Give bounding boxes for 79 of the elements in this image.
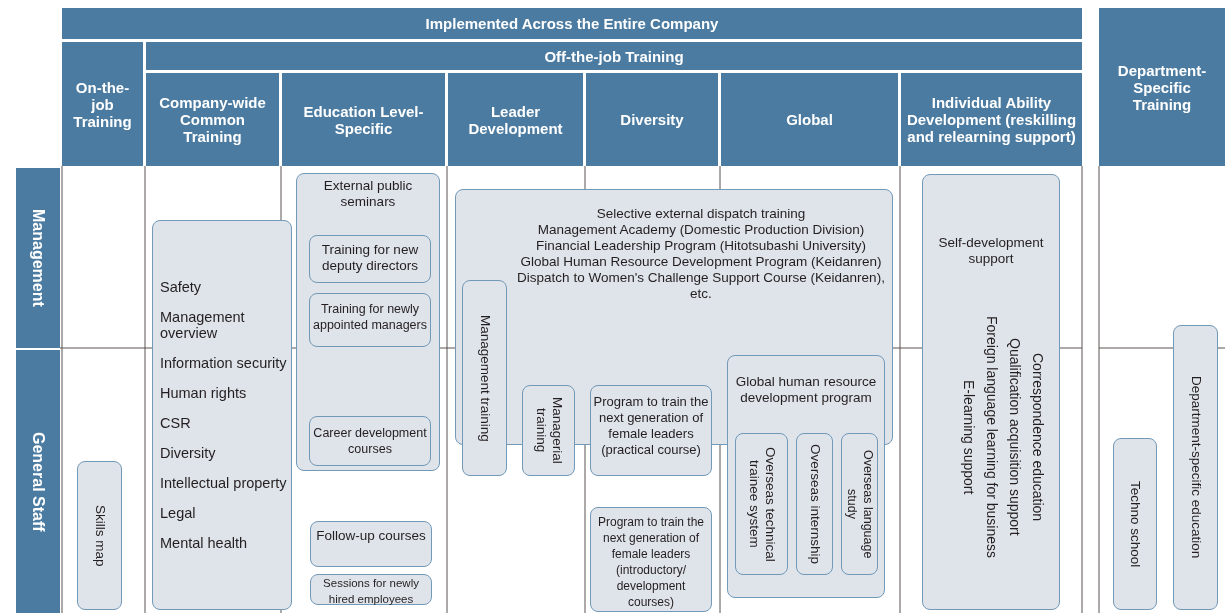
- row-header: [16, 350, 60, 613]
- box-label: Sessions for newly hired employees: [322, 576, 420, 607]
- list-item: Correspondence education: [1029, 352, 1047, 522]
- row-header: [16, 168, 60, 348]
- box-title: Self-development support: [937, 235, 1045, 267]
- header-label: Education Level-Specific: [302, 102, 425, 137]
- box-label: Training for newly appointed managers: [312, 301, 428, 333]
- course-box: [309, 235, 431, 283]
- program-item: Management Academy (Domestic Production Division): [536, 222, 866, 238]
- header-label: Individual Ability Development (reskilling and relearning support): [905, 94, 1078, 145]
- list-item: CSR: [160, 415, 192, 431]
- course-box: [152, 220, 292, 610]
- program-item: Dispatch to Women's Challenge Support Course (Keidanren), etc.: [516, 270, 886, 302]
- column-header: [586, 73, 718, 166]
- header-label: General Staff: [29, 431, 47, 532]
- course-box: [735, 433, 788, 575]
- list-item: Legal: [160, 505, 197, 521]
- header-label: Company-wide Common Training: [158, 94, 267, 145]
- course-box: [727, 355, 885, 598]
- box-label: Department-specific education: [1187, 376, 1204, 559]
- header-band: [146, 42, 1082, 70]
- column-header: [62, 42, 143, 166]
- list-item: Mental health: [160, 535, 249, 551]
- header-label: On-the-job Training: [72, 78, 133, 130]
- list-item: Foreign language learning for business: [983, 315, 1001, 558]
- course-box: [590, 385, 712, 476]
- list-item: Intellectual property: [160, 475, 288, 491]
- list-item: E-learning support: [960, 379, 978, 495]
- box-label: Program to train the next generation of female leaders (introductory/ development courses): [596, 514, 706, 610]
- program-item: Global Human Resource Development Program (Keidanren): [519, 254, 883, 270]
- list-item: Diversity: [160, 445, 217, 461]
- course-box: [309, 293, 431, 347]
- course-box: [462, 280, 507, 476]
- course-box: [296, 173, 440, 471]
- box-label: Global human resource development program: [734, 374, 878, 406]
- header-label: Department-Specific Training: [1116, 61, 1208, 113]
- column-header: [901, 73, 1082, 166]
- box-label: Career development courses: [312, 425, 428, 457]
- column-header: [721, 73, 898, 166]
- box-label: Management training: [476, 314, 493, 442]
- header-label: Leader Development: [467, 102, 564, 137]
- list-item: Information security: [160, 355, 288, 371]
- course-box: [922, 174, 1060, 610]
- box-label: Techno school: [1127, 480, 1143, 568]
- course-box: [796, 433, 833, 575]
- course-box: [1173, 325, 1218, 610]
- column-header: [1099, 8, 1225, 166]
- column-header: [448, 73, 583, 166]
- course-box: [1113, 438, 1157, 610]
- box-label: Skills map: [91, 504, 108, 567]
- header-label: Off-the-job Training: [544, 47, 684, 65]
- course-box: [309, 416, 431, 466]
- box-label: External public seminars: [322, 178, 414, 210]
- course-box: [77, 461, 122, 610]
- box-label: Overseas language study: [843, 448, 876, 561]
- list-item: Management overview: [160, 309, 246, 341]
- column-header: [282, 73, 445, 166]
- header-band: [62, 8, 1082, 39]
- box-label: Training for new deputy directors: [320, 242, 420, 274]
- header-label: Implemented Across the Entire Company: [425, 15, 719, 32]
- list-item: Qualification acquisition support: [1006, 338, 1024, 536]
- course-box: [522, 385, 575, 476]
- course-box: [590, 507, 712, 612]
- box-label: Overseas internship: [806, 443, 823, 565]
- program-item: Selective external dispatch training: [595, 206, 807, 222]
- header-label: Global: [786, 111, 833, 128]
- box-label: Program to train the next generation of female leaders (practical course): [593, 394, 709, 458]
- box-label: Overseas technical trainee system: [745, 445, 778, 564]
- column-header: [146, 73, 279, 166]
- course-box: [841, 433, 878, 575]
- course-box: [310, 521, 432, 567]
- box-label: Managerial training: [532, 396, 565, 466]
- list-item: Safety: [160, 279, 203, 295]
- header-label: Diversity: [620, 111, 684, 128]
- list-item: Human rights: [160, 385, 248, 401]
- box-label: Follow-up courses: [315, 528, 427, 544]
- program-item: Financial Leadership Program (Hitotsubashi University): [534, 238, 868, 254]
- course-box: [310, 574, 432, 605]
- header-label: Management: [29, 209, 47, 307]
